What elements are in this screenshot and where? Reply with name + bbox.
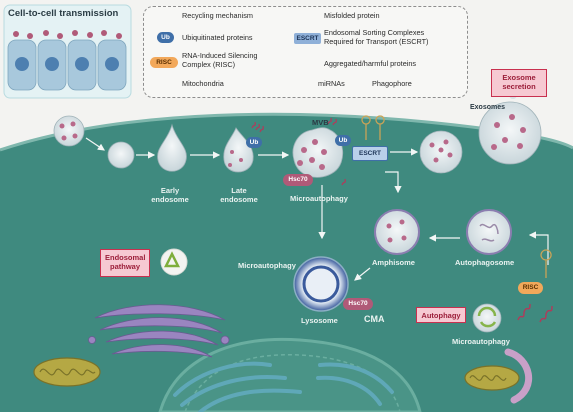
misfolded-protein-late bbox=[251, 121, 264, 133]
mirna-hairpins bbox=[361, 115, 385, 140]
legend-box bbox=[143, 6, 468, 98]
mvb-ub-tag: Ub bbox=[335, 135, 351, 146]
legend-mitochondria-label: Mitochondria bbox=[182, 79, 224, 88]
legend-recycling-label: Recycling mechanism bbox=[182, 11, 253, 20]
cell-to-cell-cells bbox=[7, 30, 127, 91]
lysosome-hsc70-tag: Hsc70 bbox=[343, 298, 373, 310]
misfolded-protein-mvb bbox=[327, 117, 346, 186]
endoplasmic-reticulum bbox=[173, 361, 394, 412]
cma-label: CMA bbox=[364, 314, 385, 324]
late-endosome-ub-tag: Ub bbox=[246, 137, 262, 148]
late-endosome-label: Late endosome bbox=[220, 186, 258, 204]
exosomes-label: Exosomes bbox=[470, 104, 506, 111]
early-endosome-label: Early endosome bbox=[151, 186, 189, 204]
microautophagy-left-label: Microautophagy bbox=[238, 261, 296, 270]
autophagy-box: Autophagy bbox=[416, 307, 466, 323]
legend-ubiquitinated-label: Ubiquitinated proteins bbox=[182, 33, 253, 42]
legend-phagophore-label: Phagophore bbox=[372, 79, 412, 88]
exosome-release bbox=[478, 101, 542, 165]
legend-escrt-tag: ESCRT bbox=[294, 33, 321, 44]
microautophagy-right-label: Microautophagy bbox=[452, 337, 510, 346]
mvb-hsc70-tag: Hsc70 bbox=[283, 174, 313, 186]
mirna-risc bbox=[540, 249, 552, 278]
pathway-arrows-top bbox=[85, 137, 549, 281]
lysosome bbox=[293, 256, 349, 312]
mvb bbox=[292, 127, 343, 178]
endocytic-vesicle bbox=[107, 141, 135, 169]
exosome-secretion-box: Exosome secretion bbox=[491, 69, 547, 97]
golgi-apparatus bbox=[88, 304, 230, 358]
recycling-icon-endosomal bbox=[160, 248, 188, 276]
amphisome-label: Amphisome bbox=[372, 258, 415, 267]
mvb-label: MVB bbox=[312, 118, 329, 127]
escrt-tag: ESCRT bbox=[352, 146, 388, 161]
late-endosome-cargo bbox=[228, 150, 243, 167]
mitochondrion-2 bbox=[464, 365, 520, 391]
incoming-vesicle bbox=[53, 115, 85, 147]
legend-misfolded-label: Misfolded protein bbox=[324, 11, 380, 20]
cell-to-cell-title: Cell-to-cell transmission bbox=[8, 8, 119, 19]
nuclear-envelope-inner bbox=[184, 353, 401, 412]
risc-tag: RISC bbox=[518, 282, 543, 294]
secretory-vesicle bbox=[419, 130, 463, 174]
phagophore bbox=[504, 348, 533, 404]
microautophagy-top-label: Microautophagy bbox=[290, 194, 348, 203]
early-endosome bbox=[157, 123, 187, 172]
aggregated-proteins bbox=[517, 303, 553, 323]
lysosome-label: Lysosome bbox=[301, 316, 338, 325]
legend-mirnas-label: miRNAs bbox=[318, 79, 345, 88]
amphisome bbox=[374, 209, 420, 255]
autophagosome bbox=[466, 209, 512, 255]
legend-risc-tag: RISC bbox=[150, 57, 178, 68]
mitochondrion-1 bbox=[33, 357, 101, 387]
legend-escrt-label: Endosomal Sorting Complexes Required for… bbox=[324, 28, 429, 46]
microautophagy-vesicle bbox=[472, 303, 502, 333]
legend-ub-tag: Ub bbox=[157, 32, 174, 43]
legend-risc-label: RNA-Induced Silencing Complex (RISC) bbox=[182, 51, 258, 69]
autophagosome-label: Autophagosome bbox=[455, 258, 515, 267]
endosomal-pathway-box: Endosomal pathway bbox=[100, 249, 150, 277]
nucleus bbox=[158, 337, 422, 412]
legend-aggregated-label: Aggregated/harmful proteins bbox=[324, 59, 417, 68]
